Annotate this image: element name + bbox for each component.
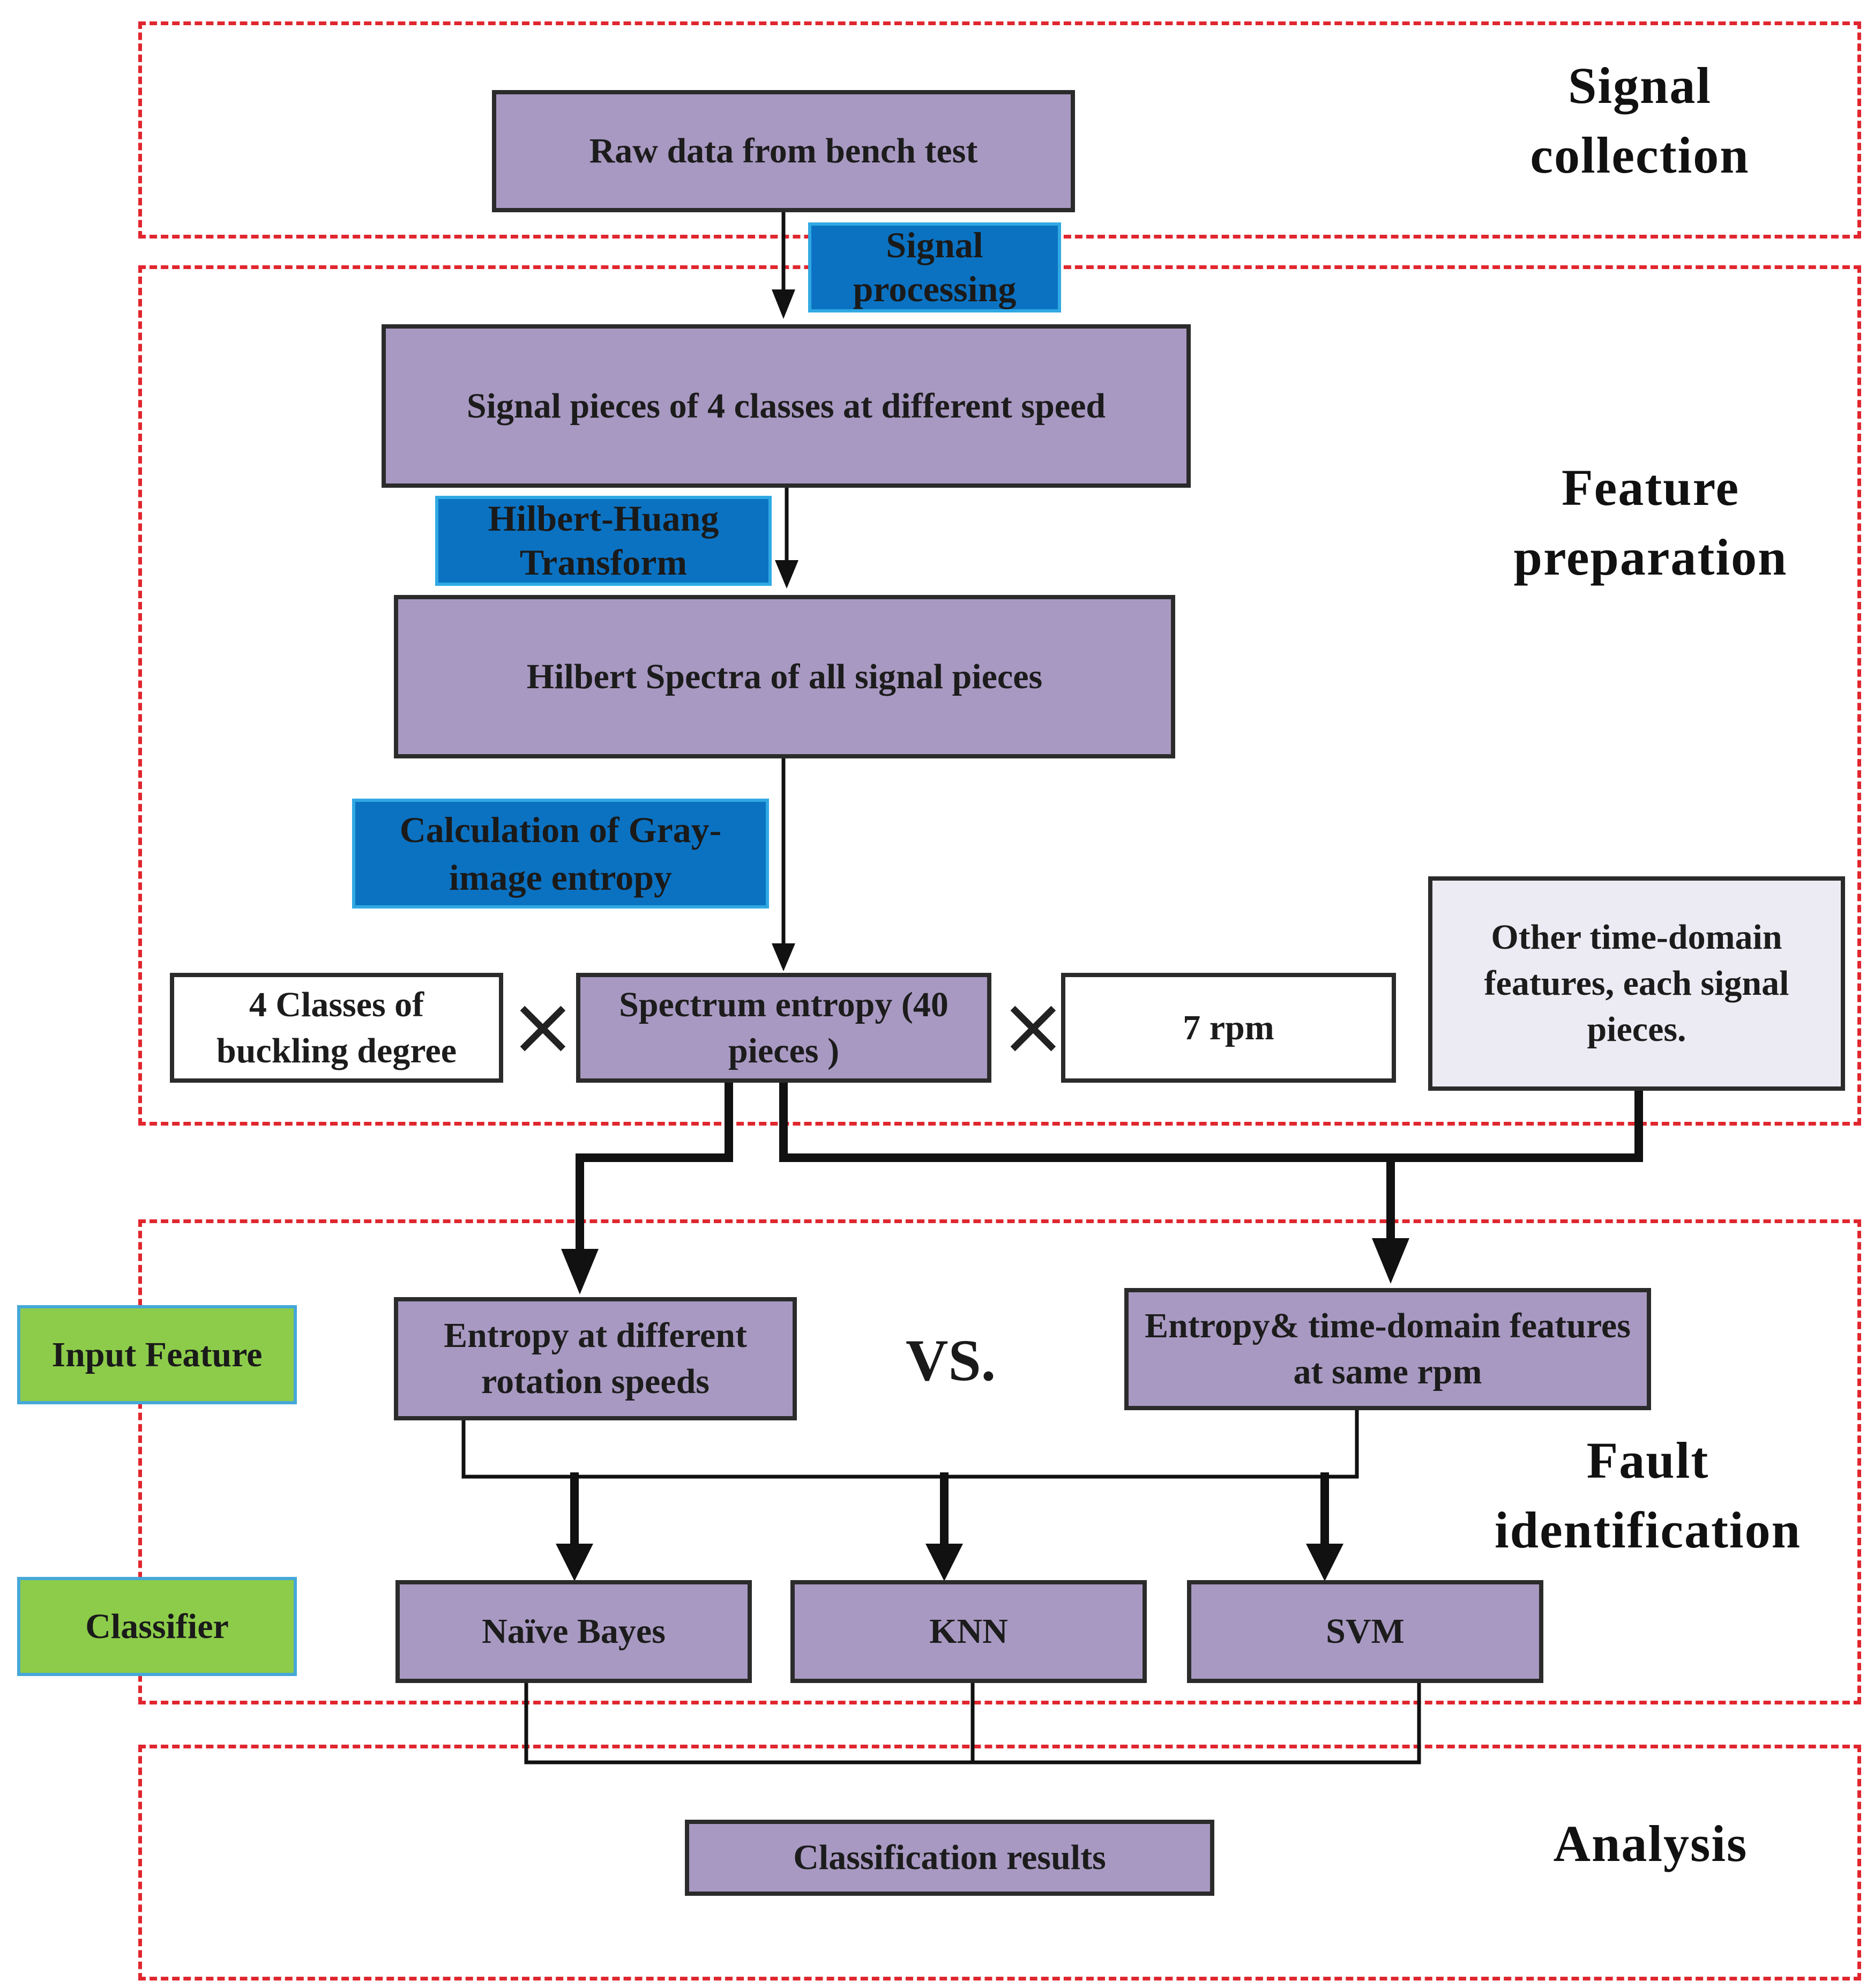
input-feature-tag: Input Feature [17,1305,297,1404]
raw-data-box: Raw data from bench test [492,90,1075,212]
classifier-label: Classifier [85,1606,229,1646]
svm-box: SVM [1187,1580,1543,1683]
hht-step: Hilbert-Huang Transform [435,496,772,586]
stage-label-signal-collection: Signal collection [1530,57,1750,184]
entropy-rotation-label: Entropy at different rotation speeds [444,1316,747,1401]
vs-label: VS. [906,1328,996,1393]
naive-bayes-box: Naïve Bayes [395,1580,752,1683]
signal-pieces-box: Signal pieces of 4 classes at different … [382,324,1191,488]
gray-entropy-label: Calculation of Gray-image entropy [399,809,722,898]
region-analysis [138,1745,1861,1980]
times-symbol-right: × [999,980,1067,1073]
input-feature-label: Input Feature [51,1335,263,1374]
other-time-domain-box: Other time-domain features, each signal … [1428,876,1845,1091]
gray-entropy-step: Calculation of Gray-image entropy [352,799,769,909]
rpm-label: 7 rpm [1183,1008,1274,1047]
hilbert-spectra-label: Hilbert Spectra of all signal pieces [526,657,1043,696]
stage-label-feature-preparation: Feature preparation [1513,459,1788,586]
entropy-time-domain-box: Entropy& time-domain features at same rp… [1124,1288,1651,1410]
signal-processing-step: Signal processing [808,222,1061,312]
stage-label-fault-identification: Fault identification [1495,1432,1801,1559]
times-symbol-left: × [509,980,577,1073]
svm-label: SVM [1326,1612,1405,1651]
region-fault-identification [138,1219,1861,1704]
signal-pieces-label: Signal pieces of 4 classes at different … [466,386,1106,426]
classes-buckling-label: 4 Classes of buckling degree [216,985,457,1070]
raw-data-label: Raw data from bench test [589,131,978,171]
knn-box: KNN [790,1580,1147,1683]
stage-label-analysis: Analysis [1553,1815,1748,1872]
classification-results-box: Classification results [685,1820,1214,1896]
signal-processing-label: Signal processing [853,225,1017,309]
classes-buckling-box: 4 Classes of buckling degree [170,973,503,1083]
knn-label: KNN [929,1612,1008,1651]
hht-label: Hilbert-Huang Transform [488,498,719,583]
hilbert-spectra-box: Hilbert Spectra of all signal pieces [394,595,1175,758]
entropy-time-domain-label: Entropy& time-domain features at same rp… [1145,1306,1631,1391]
naive-bayes-label: Naïve Bayes [482,1612,666,1651]
rpm-box: 7 rpm [1061,973,1396,1083]
spectrum-entropy-label: Spectrum entropy (40 pieces ) [619,985,949,1070]
classifier-tag: Classifier [17,1577,297,1676]
classification-results-label: Classification results [793,1838,1106,1878]
entropy-rotation-box: Entropy at different rotation speeds [394,1297,797,1420]
spectrum-entropy-box: Spectrum entropy (40 pieces ) [576,973,991,1083]
other-time-domain-label: Other time-domain features, each signal … [1484,918,1789,1049]
